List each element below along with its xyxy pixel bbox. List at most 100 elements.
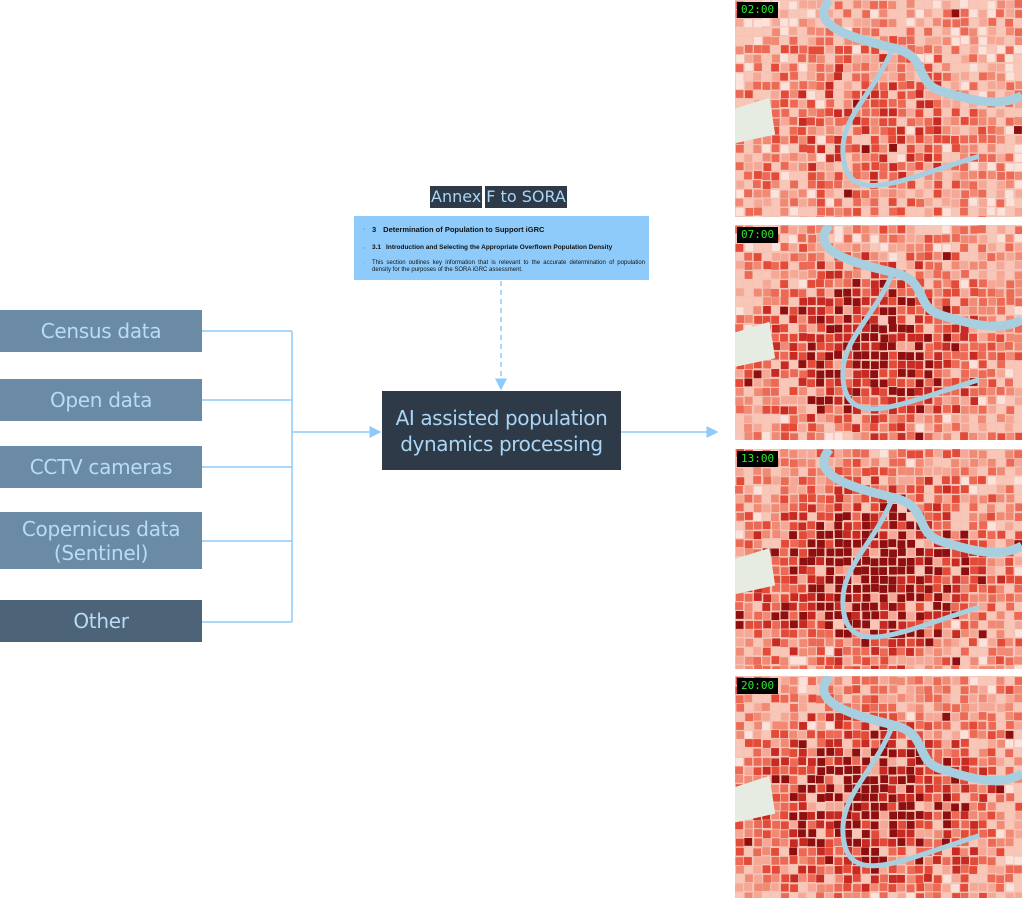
city-block — [735, 766, 743, 775]
city-block — [1015, 602, 1022, 610]
city-block — [906, 414, 915, 423]
city-block — [862, 378, 871, 387]
city-block — [942, 703, 951, 712]
city-block — [906, 63, 915, 72]
city-block — [987, 333, 996, 342]
city-block — [987, 703, 995, 711]
city-block — [735, 695, 744, 704]
city-block — [888, 450, 897, 459]
city-block — [772, 476, 781, 485]
city-block — [816, 172, 825, 180]
city-block — [1005, 307, 1014, 315]
city-block — [970, 677, 978, 686]
city-block — [843, 117, 851, 125]
city-block — [1006, 432, 1015, 440]
city-block — [942, 712, 951, 721]
city-block — [933, 333, 942, 342]
city-block — [798, 172, 807, 180]
city-block — [843, 288, 852, 297]
city-block — [735, 64, 744, 72]
city-block — [736, 54, 745, 63]
city-block — [799, 81, 808, 90]
city-block — [762, 603, 771, 611]
city-block — [754, 857, 762, 865]
city-block — [772, 485, 781, 494]
city-block — [915, 686, 924, 695]
city-block — [969, 126, 978, 135]
city-block — [915, 315, 923, 324]
city-block — [808, 37, 817, 46]
city-block — [898, 611, 906, 620]
city-block — [843, 676, 852, 685]
city-block — [888, 794, 897, 803]
city-block — [736, 261, 744, 269]
city-block — [978, 467, 987, 476]
city-block — [906, 288, 915, 296]
city-block — [978, 557, 986, 566]
city-block — [870, 280, 879, 289]
city-block — [799, 620, 808, 628]
city-block — [825, 611, 833, 620]
city-block — [772, 72, 781, 81]
city-block — [825, 360, 833, 369]
city-block — [816, 127, 824, 136]
city-block — [916, 638, 924, 647]
city-block — [997, 433, 1006, 440]
city-block — [825, 584, 834, 593]
city-block — [897, 243, 906, 252]
city-block — [942, 685, 951, 694]
city-block — [861, 108, 870, 117]
city-block — [762, 722, 770, 731]
city-block — [888, 28, 897, 37]
city-block — [879, 360, 888, 369]
city-block — [1005, 163, 1014, 172]
city-block — [996, 261, 1005, 270]
city-block — [934, 593, 943, 602]
city-block — [871, 811, 879, 820]
city-block — [789, 557, 798, 565]
city-block — [915, 530, 924, 539]
city-block — [906, 722, 915, 730]
city-block — [745, 207, 754, 216]
city-block — [916, 593, 925, 602]
city-block — [780, 811, 788, 820]
city-block — [888, 666, 897, 669]
city-block — [880, 476, 888, 485]
city-block — [853, 495, 861, 503]
city-block — [744, 288, 753, 296]
city-block — [862, 468, 870, 476]
city-block — [960, 180, 969, 189]
city-block — [897, 207, 905, 216]
city-block — [753, 145, 762, 154]
city-block — [960, 63, 969, 72]
city-block — [906, 694, 914, 702]
city-block — [1005, 18, 1013, 27]
city-block — [745, 647, 754, 656]
city-block — [861, 785, 870, 794]
city-block — [969, 19, 978, 28]
city-block — [924, 656, 933, 665]
city-block — [871, 476, 879, 485]
city-block — [853, 468, 861, 476]
city-block — [951, 280, 960, 289]
city-block — [951, 647, 960, 655]
city-block — [925, 90, 934, 99]
city-block — [987, 794, 996, 802]
city-block — [834, 387, 843, 396]
city-block — [826, 55, 834, 64]
city-block — [889, 9, 897, 18]
city-block — [1006, 620, 1015, 629]
city-block — [960, 657, 968, 666]
city-block — [943, 892, 952, 898]
city-block — [762, 144, 771, 153]
city-block — [996, 90, 1004, 99]
city-block — [862, 27, 870, 36]
city-block — [897, 180, 906, 189]
city-block — [798, 539, 807, 548]
city-block — [762, 181, 771, 189]
city-block — [861, 811, 870, 820]
city-block — [888, 539, 897, 548]
city-block — [825, 117, 834, 126]
city-block — [987, 432, 996, 440]
city-block — [799, 244, 807, 252]
